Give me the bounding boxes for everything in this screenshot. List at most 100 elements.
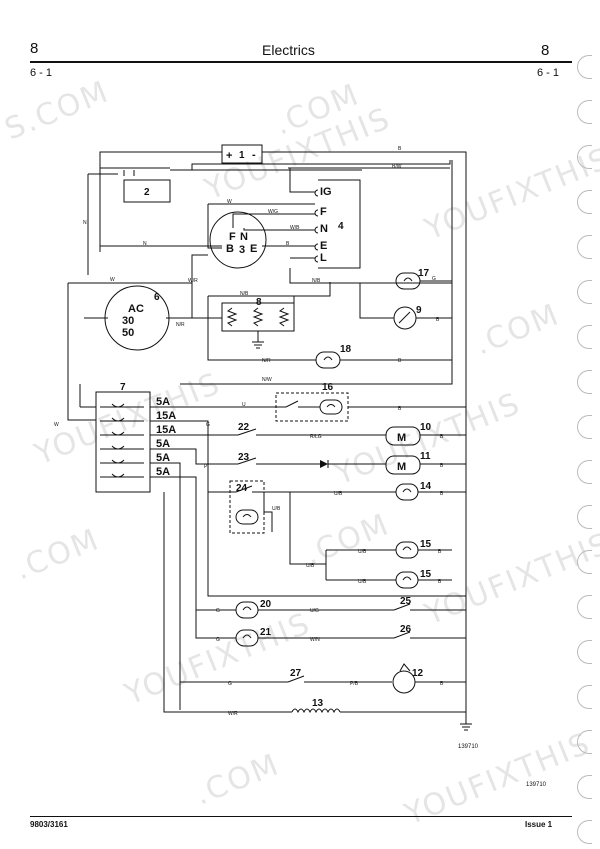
warning-lamp-17: 17 — [395, 268, 430, 290]
alternator: F N B 3 E — [209, 211, 267, 269]
alternator-e-terminal: E — [250, 243, 257, 255]
component-label-14: 14 — [420, 481, 432, 492]
ignition-ac-terminal: AC — [128, 303, 144, 315]
ground-symbol — [460, 712, 472, 731]
component-label-18: 18 — [340, 344, 352, 355]
wire-label-wr-13: W/R — [228, 711, 238, 717]
wire-label-b-15b: B — [438, 579, 442, 585]
component-label-16: 16 — [322, 382, 334, 393]
wire-label-ub-15a: U/B — [358, 549, 367, 555]
component-label-11: 11 — [420, 451, 431, 462]
component-label-2: 2 — [144, 187, 150, 198]
wire-label-ub-14: U/B — [334, 491, 343, 497]
ignition-switch: 6 AC 30 50 — [104, 285, 170, 351]
ignition-30-terminal: 30 — [122, 315, 134, 327]
wire-label-ug-20: U/G — [310, 608, 319, 614]
regulator-e-terminal: E — [320, 240, 327, 252]
warning-lamp-18: 18 — [315, 344, 352, 369]
figure-ref-code: 139710 — [458, 744, 479, 750]
switch-24-assembly: 24 — [229, 480, 290, 534]
lamp-15-upper: 15 — [395, 539, 432, 559]
component-label-25: 25 — [400, 596, 412, 607]
regulator-ig-terminal: IG — [320, 186, 332, 198]
wire-label-ub-mid: U/B — [306, 563, 315, 569]
alternator-n-terminal: N — [240, 231, 248, 243]
wire-label-b-11: B — [440, 463, 444, 469]
component-label-12: 12 — [412, 668, 424, 679]
battery-plus-terminal: + — [226, 150, 232, 162]
wire-label-b-15a: B — [438, 549, 442, 555]
wire-label-b-9: B — [436, 317, 440, 323]
battery: 1 + - — [221, 144, 263, 164]
wire-label-b-14: B — [440, 491, 444, 497]
wire-label-nb-8: N/B — [240, 291, 249, 297]
wire-label-wn-21: W/N — [310, 637, 320, 643]
component-label-13: 13 — [312, 698, 324, 709]
alternator-f-terminal: F — [229, 231, 236, 243]
wire-label-b-12: B — [440, 681, 444, 687]
regulator-l-terminal: L — [320, 252, 327, 264]
component-label-9: 9 — [416, 305, 422, 316]
component-label-17: 17 — [418, 268, 430, 279]
motor-11-symbol: M — [397, 461, 406, 473]
isolator-switch: 2 — [118, 167, 171, 203]
wire-label-b-18: B — [398, 358, 402, 364]
wire-label-b-10: B — [440, 434, 444, 440]
wire-label-w-mid: W — [110, 277, 115, 283]
heater-coil-13: 13 — [291, 698, 341, 714]
component-label-1: 1 — [239, 150, 245, 161]
wire-label-w-left: W — [54, 422, 59, 428]
wire-label-g-fuse: G — [206, 422, 210, 428]
switch-23: 23 — [237, 452, 386, 468]
voltage-regulator: 4 IG F N E L — [314, 179, 361, 269]
washer-motor-11: M 11 — [385, 451, 431, 475]
wire-label-nr-6: N/R — [176, 322, 185, 328]
wire-label-wb: W/B — [290, 225, 300, 231]
alternator-b-terminal: B — [226, 243, 234, 255]
wire-label-wr: W/R — [188, 278, 198, 284]
wire-label-u-16: U — [242, 402, 246, 408]
wire-label-n-left: N — [83, 220, 87, 226]
switch-22: 22 — [237, 422, 268, 436]
wire-label-nb-17: N/B — [312, 278, 321, 284]
component-label-27: 27 — [290, 668, 302, 679]
lamp-15-lower: 15 — [395, 569, 432, 589]
component-label-15-upper: 15 — [420, 539, 432, 550]
switch-25: 25 — [393, 596, 466, 611]
wire-label-b-alt: B — [286, 241, 290, 247]
wire-label-p-23: P — [204, 464, 208, 470]
wire-label-b-top: B — [398, 146, 402, 152]
wiper-motor-10: M 10 — [385, 422, 432, 446]
fuse-rating-6: 5A — [156, 466, 170, 478]
page-number-left: 6 - 1 — [30, 67, 53, 79]
doc-number: 9803/3161 — [30, 820, 68, 829]
wire-label-rlg: R/LG — [310, 434, 322, 440]
wire-label-nw: N/W — [262, 377, 272, 383]
issue-number: Issue 1 — [525, 820, 553, 829]
component-label-6: 6 — [154, 292, 160, 303]
component-label-24: 24 — [236, 483, 248, 494]
alternator-3-label: 3 — [239, 244, 245, 256]
component-label-21: 21 — [260, 627, 272, 638]
lamp-16-assembly: 16 — [275, 382, 349, 422]
wire-label-nr-18: N/R — [262, 358, 271, 364]
component-label-20: 20 — [260, 599, 272, 610]
regulator-f-terminal: F — [320, 206, 327, 218]
switch-26: 26 — [393, 624, 466, 639]
wire-label-pb-27: P/B — [350, 681, 359, 687]
section-number-left: 8 — [30, 40, 39, 57]
gauge-9: 9 — [393, 305, 422, 330]
wire-label-wg: W/G — [268, 209, 278, 215]
motor-10-symbol: M — [397, 432, 406, 444]
wire-label-w-top: W — [227, 199, 232, 205]
battery-minus-terminal: - — [252, 149, 256, 161]
horn-12: 12 — [392, 663, 424, 694]
component-label-23: 23 — [238, 452, 250, 463]
page-number-right: 6 - 1 — [537, 67, 560, 79]
header-rule — [30, 61, 572, 63]
wire-label-ub-15b: U/B — [358, 579, 367, 585]
fuse-rating-5: 5A — [156, 452, 170, 464]
fuse-rating-1: 5A — [156, 396, 170, 408]
switch-27: 27 — [287, 668, 392, 683]
